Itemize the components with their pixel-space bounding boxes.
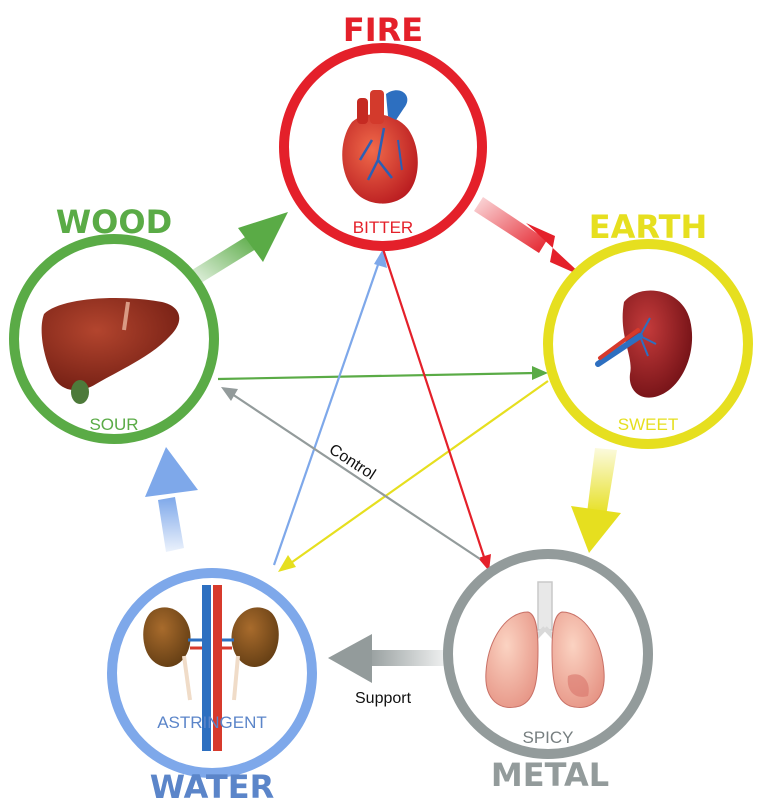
earth-taste: SWEET bbox=[618, 415, 678, 434]
spleen-icon bbox=[595, 290, 693, 398]
support-arrow-wood-to-fire bbox=[192, 212, 288, 283]
control-arrow-metal-to-wood bbox=[221, 387, 481, 560]
heart-icon bbox=[342, 90, 418, 204]
element-earth: EARTH SWEET bbox=[543, 208, 753, 449]
liver-icon bbox=[41, 298, 180, 404]
control-arrow-earth-to-water bbox=[278, 380, 549, 572]
support-cycle bbox=[145, 197, 621, 683]
fire-title: FIRE bbox=[343, 11, 423, 49]
control-arrow-wood-to-earth bbox=[217, 366, 548, 381]
support-arrow-water-to-wood bbox=[145, 447, 198, 552]
support-label: Support bbox=[355, 690, 412, 707]
support-arrow-earth-to-metal bbox=[571, 448, 621, 553]
earth-title: EARTH bbox=[589, 208, 707, 246]
water-ring bbox=[107, 568, 317, 778]
water-taste: ASTRINGENT bbox=[157, 713, 267, 732]
metal-taste: SPICY bbox=[522, 728, 573, 747]
element-metal: METAL SPICY bbox=[443, 549, 653, 794]
metal-title: METAL bbox=[491, 756, 609, 794]
support-arrow-metal-to-water bbox=[328, 634, 445, 683]
water-title: WATER bbox=[150, 768, 274, 806]
kidneys-icon bbox=[143, 585, 279, 751]
support-arrow-fire-to-earth bbox=[474, 197, 584, 277]
element-wood: WOOD SOUR bbox=[9, 203, 219, 444]
fire-taste: BITTER bbox=[353, 218, 413, 237]
control-cycle bbox=[217, 248, 549, 572]
control-arrow-fire-to-metal bbox=[381, 248, 491, 571]
lungs-icon bbox=[485, 581, 605, 708]
element-water: WATER ASTRINGENT bbox=[107, 568, 317, 806]
control-arrow-water-to-fire bbox=[272, 249, 387, 566]
element-fire: FIRE BITTER bbox=[279, 11, 487, 251]
wood-title: WOOD bbox=[56, 203, 172, 241]
wood-taste: SOUR bbox=[89, 415, 138, 434]
